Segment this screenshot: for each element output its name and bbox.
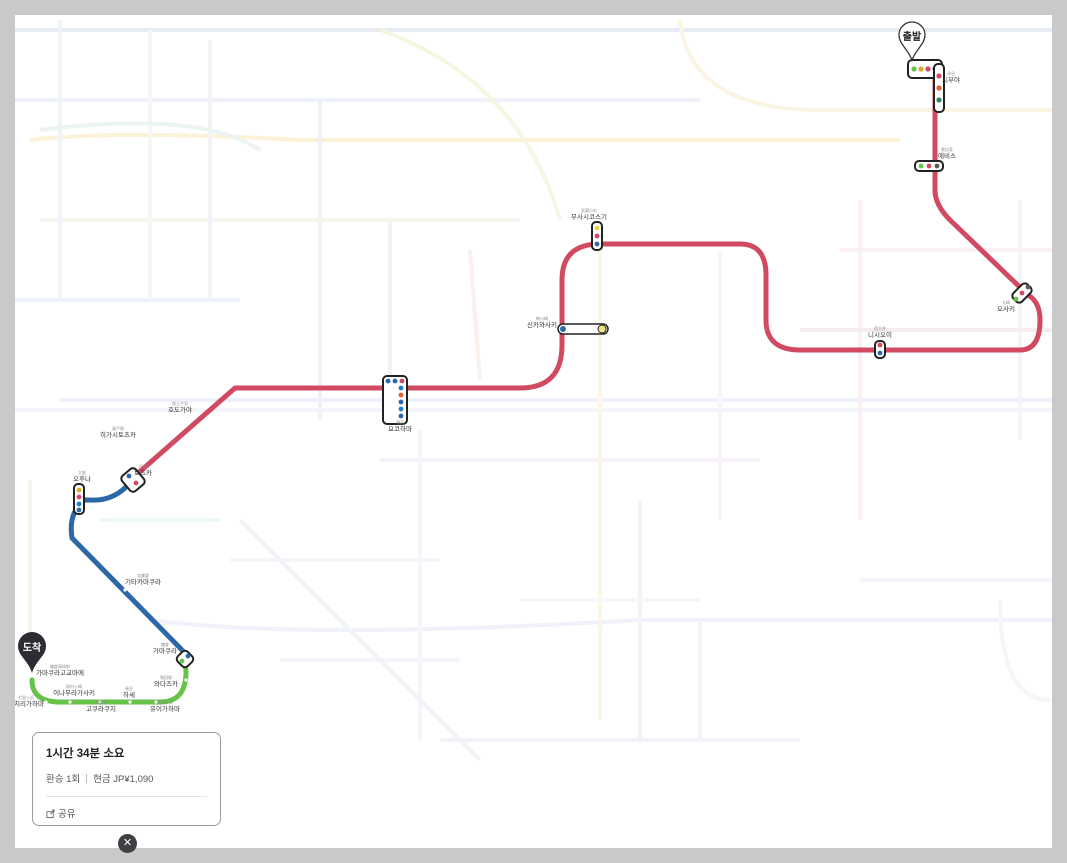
station-sublabel-ofuna: 大船 xyxy=(78,469,86,475)
station-sublabel-kamakura: 鎌倉 xyxy=(161,641,169,647)
route-segment-yokosuka xyxy=(68,472,187,655)
station-label-nishioi[interactable]: 니시오이 xyxy=(868,330,892,339)
station-label-kamakurakokomae[interactable]: 가마쿠라고교마에 xyxy=(36,668,84,677)
station-label-totsuka[interactable]: 토츠카 xyxy=(134,468,152,477)
station-sublabel-totsuka: 戸塚 xyxy=(139,463,147,469)
end-pin[interactable]: 도착 xyxy=(18,632,46,673)
start-pin[interactable]: 출발 xyxy=(898,21,926,62)
background-lines xyxy=(15,19,1052,762)
station-node-nishioi xyxy=(874,340,886,359)
station-label-musashikosugi[interactable]: 무사시코스기 xyxy=(571,212,607,221)
station-label-shinkawasaki[interactable]: 신카와사키 xyxy=(527,320,557,329)
route-summary-card: 1시간 34분 소요 환승 1회 현금 JP¥1,090 공유 xyxy=(32,732,221,826)
station-sublabel-inamuragasaki: 稲村ヶ崎 xyxy=(66,683,82,689)
card-divider xyxy=(46,796,207,797)
station-sublabel-kitakamakura: 北鎌倉 xyxy=(137,572,149,578)
end-pin-label: 도착 xyxy=(23,641,42,654)
station-sublabel-shichirigahama: 七里ヶ浜 xyxy=(18,694,34,700)
station-node-totsuka xyxy=(120,467,146,493)
station-node-shinkawasaki xyxy=(557,323,609,335)
share-icon xyxy=(46,808,55,818)
station-sublabel-ebisu: 恵比寿 xyxy=(941,146,953,152)
route-duration: 1시간 34분 소요 xyxy=(46,748,125,760)
fare: 현금 JP¥1,090 xyxy=(93,774,154,785)
station-label-hase[interactable]: 하세 xyxy=(123,690,135,699)
transfer-nodes xyxy=(73,59,1033,669)
station-label-higashitotsuka[interactable]: 히가시토츠카 xyxy=(100,430,136,439)
station-label-shichirigahama[interactable]: 시치리가하마 xyxy=(15,699,44,708)
minor-stops xyxy=(44,588,188,704)
share-label: 공유 xyxy=(58,809,76,820)
station-sublabel-gokurakuji: 極楽寺 xyxy=(95,699,107,705)
close-button[interactable]: ✕ xyxy=(118,834,137,853)
route-segment-enoden xyxy=(29,649,189,705)
station-label-gokurakuji[interactable]: 고쿠라쿠지 xyxy=(86,704,116,713)
station-sublabel-yokohama: 横浜 xyxy=(396,419,404,425)
route-segment-jr xyxy=(133,72,1043,478)
station-label-ebisu[interactable]: 에비스 xyxy=(938,151,956,160)
station-sublabel-higashitotsuka: 東戸塚 xyxy=(112,425,124,431)
station-label-ofuna[interactable]: 오후나 xyxy=(73,474,91,483)
station-sublabel-osaki: 大崎 xyxy=(1002,299,1010,305)
station-sublabel-hase: 長谷 xyxy=(125,685,133,691)
station-label-osaki[interactable]: 오사키 xyxy=(997,304,1015,313)
transfer-count: 환승 1회 xyxy=(46,774,81,785)
route-path xyxy=(29,72,1043,705)
station-sublabel-wadazuka: 和田塚 xyxy=(160,674,172,680)
start-pin-label: 출발 xyxy=(903,30,922,43)
station-label-inamuragasaki[interactable]: 이나무라가사키 xyxy=(53,688,95,697)
station-label-wadazuka[interactable]: 와다즈카 xyxy=(154,679,178,688)
station-label-yuigahama[interactable]: 유이가하마 xyxy=(150,704,180,713)
station-sublabel-shinkawasaki: 新川崎 xyxy=(536,315,548,321)
share-button[interactable]: 공유 xyxy=(46,806,207,820)
station-label-hodogaya[interactable]: 호도가야 xyxy=(168,405,192,414)
station-label-kitakamakura[interactable]: 기타카마쿠라 xyxy=(125,577,161,586)
station-sublabel-musashikosugi: 武蔵小杉 xyxy=(581,207,597,213)
station-sublabel-yuigahama: 由比ヶ浜 xyxy=(157,699,173,705)
station-sublabel-kamakurakokomae: 鎌倉高校前 xyxy=(50,663,70,669)
station-sublabel-hodogaya: 保土ケ谷 xyxy=(172,400,188,406)
station-sublabel-shibuya: 渋谷 xyxy=(947,70,955,76)
station-label-shibuya[interactable]: 시부야 xyxy=(942,75,960,84)
station-label-yokohama[interactable]: 요코하마 xyxy=(388,424,412,433)
station-node-kamakura xyxy=(175,649,195,669)
meta-divider xyxy=(86,773,88,783)
station-sublabel-nishioi: 西大井 xyxy=(874,325,886,331)
station-label-kamakura[interactable]: 가마쿠라 xyxy=(153,646,177,655)
route-meta: 환승 1회 현금 JP¥1,090 xyxy=(46,771,207,785)
